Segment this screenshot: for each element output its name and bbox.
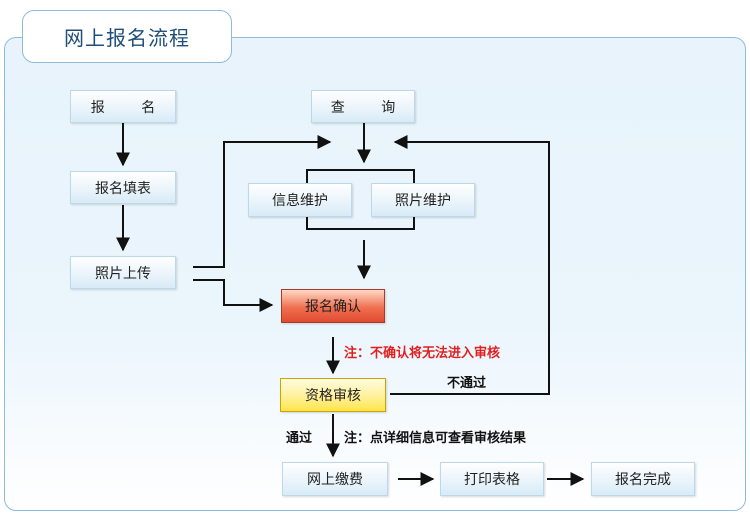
node-photo-upload: 照片上传 bbox=[70, 256, 176, 289]
node-info-maintenance: 信息维护 bbox=[248, 183, 352, 217]
node-registration-complete: 报名完成 bbox=[591, 462, 695, 496]
node-online-payment: 网上缴费 bbox=[282, 462, 388, 496]
node-photo-maintenance: 照片维护 bbox=[371, 183, 475, 217]
node-fill-form: 报名填表 bbox=[70, 171, 176, 204]
page-title: 网上报名流程 bbox=[22, 10, 232, 63]
arrow-upload-to-query bbox=[193, 135, 332, 268]
maint-bracket-bottom bbox=[306, 217, 415, 230]
node-query: 查 询 bbox=[311, 90, 415, 123]
node-qualification-review: 资格审核 bbox=[280, 378, 386, 412]
not-passed-label: 不通过 bbox=[447, 376, 487, 391]
passed-label: 通过 bbox=[286, 431, 313, 446]
review-tip-note: 注：点详细信息可查看审核结果 bbox=[344, 431, 527, 446]
arrow-review-not-passed bbox=[390, 135, 550, 395]
node-print-form: 打印表格 bbox=[440, 462, 544, 496]
confirm-warning-note: 注：不确认将无法进入审核 bbox=[344, 346, 501, 361]
node-confirm-registration: 报名确认 bbox=[281, 289, 385, 323]
arrow-upload-to-confirm bbox=[193, 279, 274, 312]
node-apply: 报 名 bbox=[70, 90, 176, 123]
maint-bracket-top bbox=[306, 169, 415, 183]
